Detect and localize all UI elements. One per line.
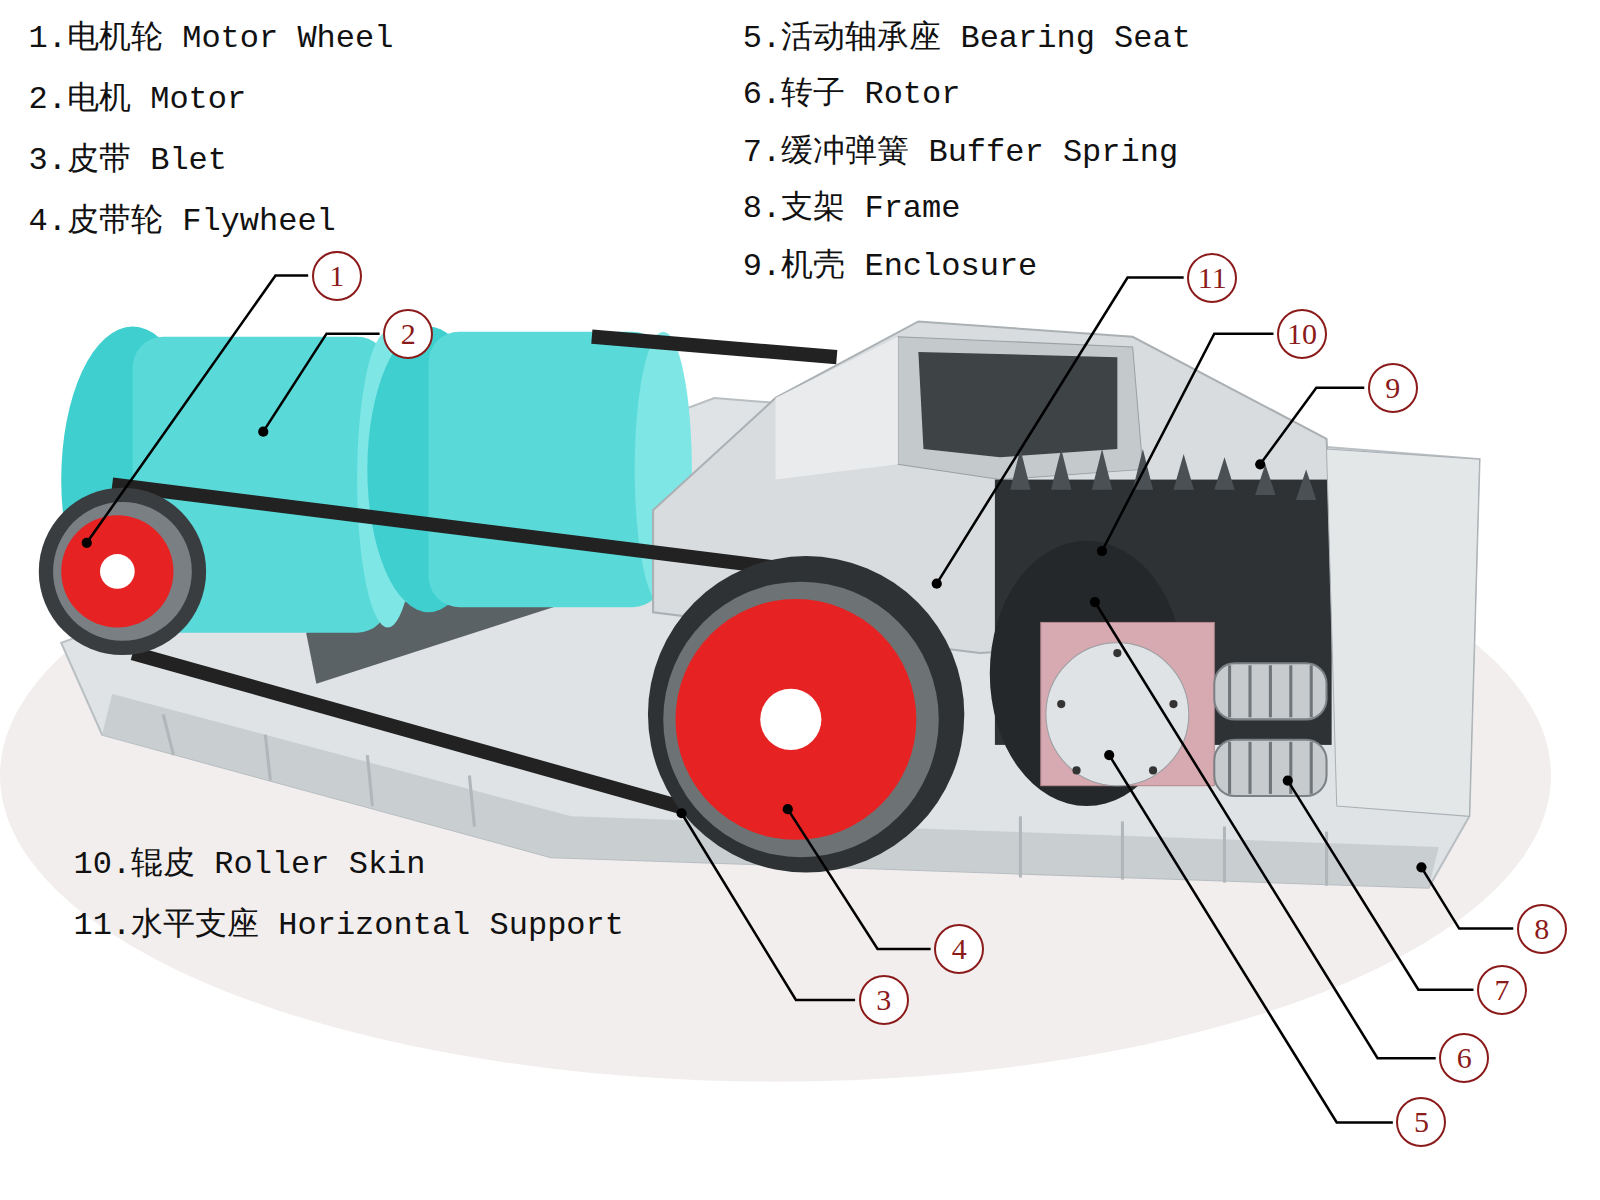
part-name: 5.活动轴承座 Bearing Seat — [743, 19, 1191, 59]
callout-number: 1 — [312, 251, 362, 301]
callout-number: 11 — [1187, 253, 1237, 303]
callout-number: 7 — [1477, 965, 1527, 1015]
part-name: 11.水平支座 Horizontal Support — [73, 906, 623, 946]
part-name: 8.支架 Frame — [743, 189, 961, 229]
part-name: 2.电机 Motor — [29, 80, 247, 120]
part-name: 10.辊皮 Roller Skin — [73, 845, 425, 885]
part-name: 9.机壳 Enclosure — [743, 247, 1037, 287]
part-name: 6.转子 Rotor — [743, 75, 961, 115]
callout-number: 3 — [859, 975, 909, 1025]
callout-number: 9 — [1368, 363, 1418, 413]
callout-number: 4 — [934, 924, 984, 974]
callout-number: 5 — [1396, 1097, 1446, 1147]
callout-number: 10 — [1277, 309, 1327, 359]
part-name: 4.皮带轮 Flywheel — [29, 202, 336, 242]
callout-number: 6 — [1439, 1033, 1489, 1083]
callout-number: 2 — [383, 309, 433, 359]
part-name: 7.缓冲弹簧 Buffer Spring — [743, 133, 1178, 173]
part-name: 1.电机轮 Motor Wheel — [29, 19, 394, 59]
callout-number: 8 — [1517, 904, 1567, 954]
part-name: 3.皮带 Blet — [29, 141, 227, 181]
